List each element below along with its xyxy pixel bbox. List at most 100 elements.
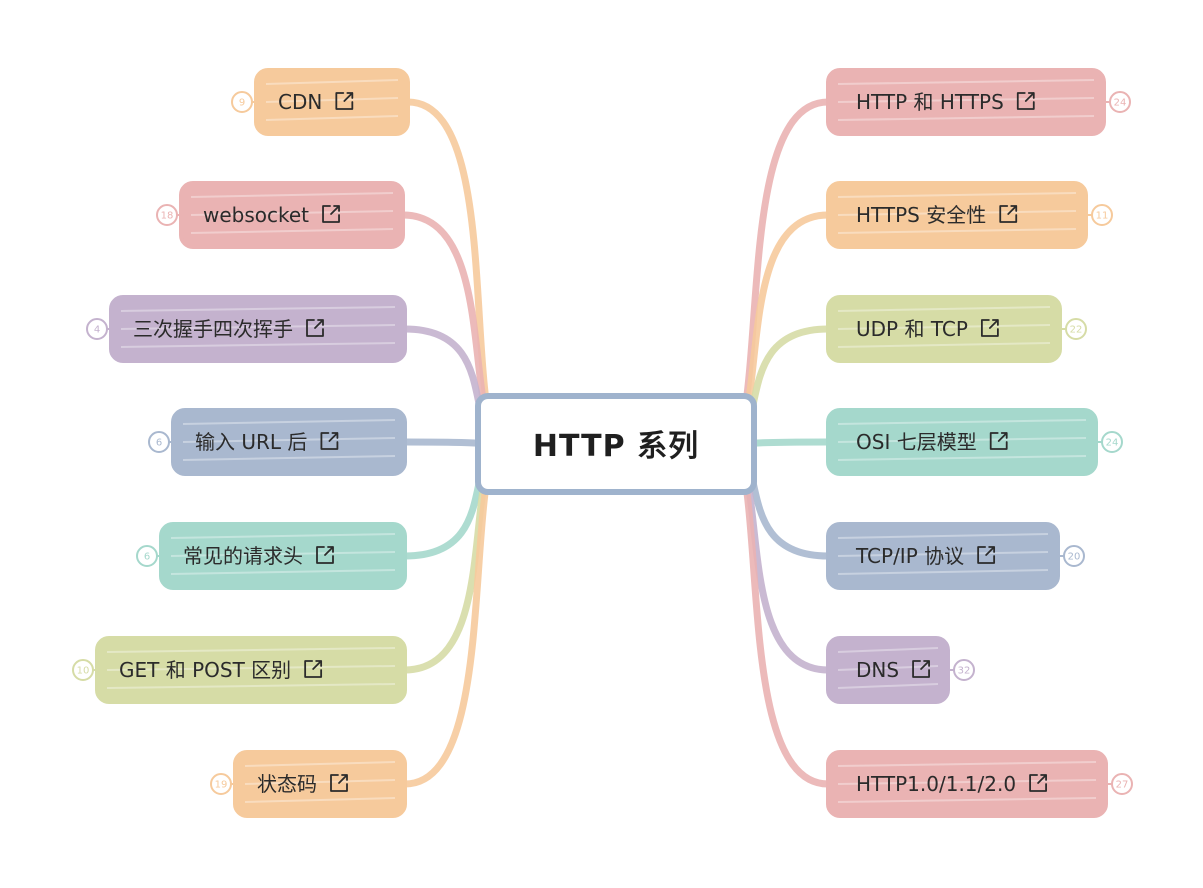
hatch-stroke [120, 306, 396, 312]
hatch-stroke [837, 342, 1051, 348]
left-topic-topic-6[interactable]: 状态码 19 [210, 750, 407, 818]
central-topic[interactable]: HTTP 系列 [475, 393, 757, 495]
count-badge[interactable]: 6 [136, 545, 161, 567]
hatch-stroke [244, 779, 396, 785]
external-link-icon[interactable] [304, 660, 323, 678]
count-badge[interactable]: 11 [1086, 204, 1113, 226]
hatch-stroke [837, 569, 1049, 575]
external-link-icon[interactable] [977, 546, 996, 564]
hatch-stroke [837, 419, 1087, 425]
right-topic-http1-0-1-1-2-0[interactable]: HTTP1.0/1.1/2.0 27 [826, 750, 1133, 818]
topic-label: DNS [856, 658, 899, 682]
count-text: 4 [94, 325, 100, 336]
count-badge[interactable]: 10 [72, 659, 97, 681]
hatch-stroke [837, 779, 1097, 785]
topic-label: HTTP 和 HTTPS [856, 90, 1004, 114]
left-topic-topic-2[interactable]: 三次握手四次挥手 4 [86, 295, 407, 363]
count-badge[interactable]: 32 [948, 659, 975, 681]
hatch-stroke [106, 683, 396, 689]
topic-label: GET 和 POST 区别 [119, 658, 291, 682]
hatch-stroke [837, 306, 1051, 312]
hatch-stroke [190, 192, 394, 198]
count-text: 32 [958, 666, 971, 677]
hatch-stroke [170, 569, 396, 575]
count-badge[interactable]: 24 [1096, 431, 1123, 453]
external-link-icon[interactable] [335, 92, 354, 110]
count-text: 19 [215, 780, 228, 791]
count-badge[interactable]: 18 [156, 204, 181, 226]
topic-label: 输入 URL 后 [195, 430, 307, 454]
right-topic-dns[interactable]: DNS 32 [826, 636, 975, 704]
hatch-stroke [190, 210, 394, 216]
count-text: 6 [156, 438, 162, 449]
count-badge[interactable]: 4 [86, 318, 111, 340]
topic-label: CDN [278, 90, 322, 114]
right-topic-tcp-ip[interactable]: TCP/IP 协议 20 [826, 522, 1085, 590]
external-link-icon[interactable] [912, 660, 930, 678]
left-topic-websocket[interactable]: websocket 18 [156, 181, 405, 249]
topic-label: HTTP1.0/1.1/2.0 [856, 772, 1016, 796]
topic-label: 状态码 [257, 772, 317, 796]
count-badge[interactable]: 24 [1104, 91, 1131, 113]
hatch-stroke [120, 324, 396, 330]
count-text: 27 [1116, 780, 1129, 791]
count-text: 10 [77, 666, 90, 677]
hatch-stroke [837, 761, 1097, 767]
hatch-stroke [837, 115, 1095, 121]
hatch-stroke [120, 342, 396, 348]
hatch-stroke [182, 455, 396, 461]
central-topic-label: HTTP 系列 [533, 429, 699, 464]
hatch-stroke [837, 210, 1077, 216]
left-topic-url[interactable]: 输入 URL 后 6 [148, 408, 407, 476]
count-badge[interactable]: 9 [231, 91, 256, 113]
hatch-stroke [837, 324, 1051, 330]
hatch-stroke [170, 533, 396, 539]
count-badge[interactable]: 20 [1058, 545, 1085, 567]
hatch-stroke [837, 683, 939, 689]
hatch-stroke [837, 647, 939, 653]
hatch-stroke [837, 192, 1077, 198]
count-badge[interactable]: 19 [210, 773, 235, 795]
count-text: 22 [1070, 325, 1083, 336]
external-link-icon[interactable] [316, 546, 334, 564]
hatch-stroke [837, 97, 1095, 103]
count-badge[interactable]: 22 [1060, 318, 1087, 340]
count-text: 24 [1114, 98, 1127, 109]
external-link-icon[interactable] [980, 319, 999, 337]
hatch-stroke [837, 437, 1087, 443]
external-link-icon[interactable] [999, 205, 1018, 223]
hatch-stroke [837, 455, 1087, 461]
count-badge[interactable]: 6 [148, 431, 173, 453]
count-text: 18 [161, 211, 174, 222]
hatch-stroke [182, 437, 396, 443]
hatch-stroke [265, 79, 399, 85]
hatch-stroke [837, 551, 1049, 557]
hatch-stroke [265, 97, 399, 103]
external-link-icon[interactable] [320, 432, 339, 450]
count-badge[interactable]: 27 [1106, 773, 1133, 795]
hatch-stroke [244, 797, 396, 803]
hatch-stroke [837, 797, 1097, 803]
external-link-icon[interactable] [1016, 92, 1035, 110]
connector-line [401, 440, 500, 788]
left-topic-get-post[interactable]: GET 和 POST 区别 10 [72, 636, 407, 704]
hatch-stroke [265, 115, 399, 121]
external-link-icon[interactable] [989, 432, 1008, 450]
left-topic-cdn[interactable]: CDN 9 [231, 68, 410, 136]
external-link-icon[interactable] [322, 205, 340, 223]
topic-label: TCP/IP 协议 [855, 544, 964, 568]
external-link-icon[interactable] [330, 774, 348, 792]
topic-label: websocket [203, 203, 309, 227]
external-link-icon[interactable] [1029, 774, 1047, 792]
count-text: 11 [1096, 211, 1109, 222]
topic-label: 三次握手四次挥手 [133, 317, 293, 341]
external-link-icon[interactable] [306, 319, 324, 337]
right-topic-http-https[interactable]: HTTP 和 HTTPS 24 [826, 68, 1131, 136]
count-text: 20 [1068, 552, 1081, 563]
